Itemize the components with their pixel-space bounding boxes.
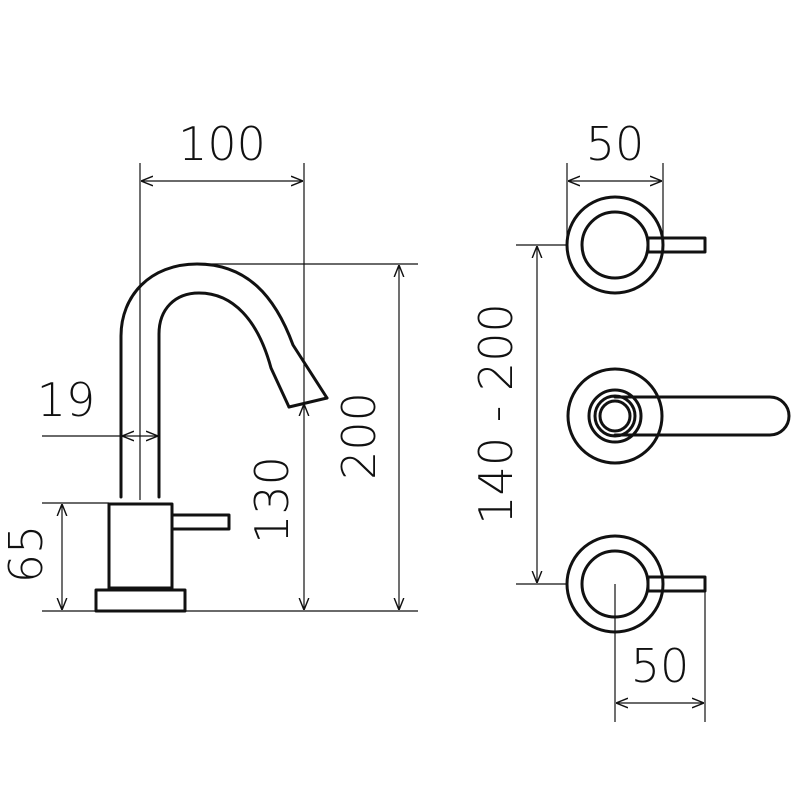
- dim-label-19: 19: [37, 373, 96, 427]
- spout-tip: [287, 396, 329, 409]
- spout-top-view: [566, 367, 791, 465]
- dim-label-200: 200: [332, 392, 386, 480]
- top-view-dimensions: 50 140 - 200 50: [469, 117, 706, 722]
- dim-label-65: 65: [0, 525, 53, 584]
- faucet-base: [94, 588, 187, 613]
- faucet-side-view: [94, 262, 329, 613]
- dim-label-50-bottom: 50: [631, 639, 690, 693]
- faucet-lever: [170, 513, 231, 531]
- dim-label-130: 130: [245, 456, 299, 544]
- faucet-body: [107, 502, 174, 590]
- spout-inner-contour: [157, 291, 291, 499]
- bottom-handle: [565, 534, 707, 634]
- dim-label-100: 100: [178, 117, 266, 171]
- dim-label-50-top: 50: [586, 117, 645, 171]
- top-view: [565, 195, 791, 634]
- spout-arm: [613, 395, 791, 437]
- top-handle: [565, 195, 707, 295]
- side-view-dimensions: 100 19 65 130 200: [0, 117, 418, 612]
- dim-label-140-200: 140 - 200: [469, 303, 523, 524]
